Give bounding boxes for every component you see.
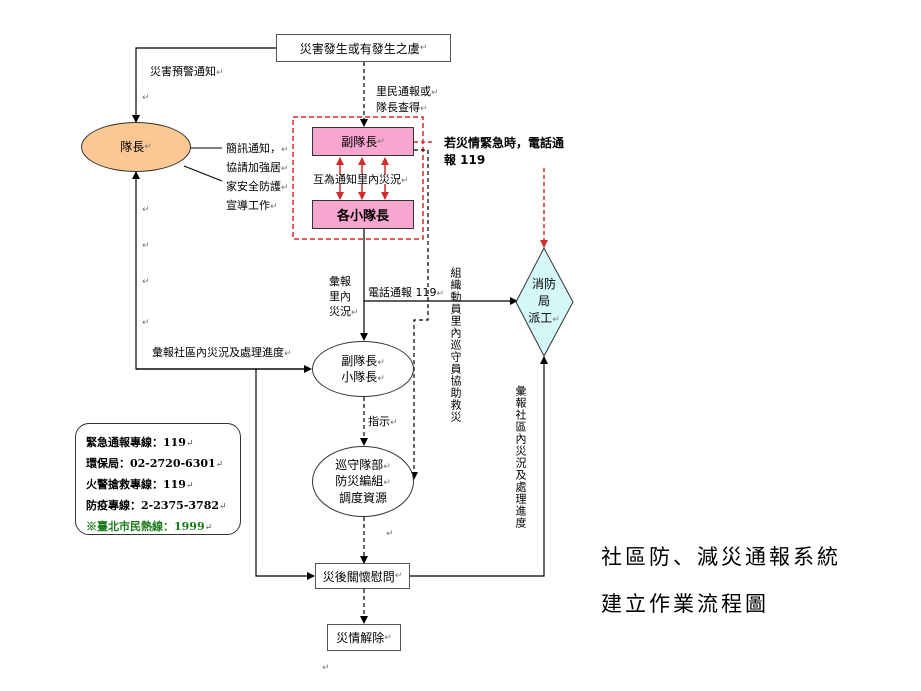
label-mutual-notice-text: 互為通知里內災況	[313, 173, 401, 186]
fire-dept-diamond	[515, 246, 574, 358]
contact-emergency: 緊急通報專線：119	[86, 436, 186, 449]
label-organize-text: 組織動員里內巡守員協助救災	[449, 267, 462, 423]
label-summarize-l2: 里內	[329, 290, 351, 303]
label-phone-119-text: 電話通報 119	[368, 286, 437, 299]
node-patrol: 巡守隊部↵ 防災編組↵ 調度資源	[312, 446, 414, 517]
node-vice-captain: 副隊長↵	[312, 127, 414, 156]
node-aftercare: 災後關懷慰問↵	[315, 563, 410, 589]
para-mark-5: ↵	[142, 318, 150, 328]
para-mark-1: ↵	[142, 93, 150, 103]
label-sms-l1: 簡訊通知，	[226, 142, 281, 155]
label-report-progress-vertical-text: 彙報社區內災況及處理進度	[514, 385, 527, 529]
label-urgent: 若災情緊急時，電話通 報 119	[444, 135, 564, 169]
label-resident-report: 里民通報或↵ 隊長查得↵	[376, 85, 439, 114]
label-report-progress-vertical: 彙報社區內災況及處理進度	[514, 385, 527, 529]
line-disaster-to-captain	[132, 47, 276, 123]
node-disaster: 災害發生或有發生之虞↵	[276, 34, 451, 62]
diagram-title-line2: 建立作業流程圖	[601, 592, 769, 616]
label-sms-l4: 宣導工作	[226, 199, 270, 212]
node-vice2-line1: 副隊長	[341, 353, 378, 368]
node-patrol-line3: 調度資源	[338, 490, 387, 505]
node-captain: 隊長↵	[81, 122, 191, 172]
node-patrol-line1: 巡守隊部	[335, 458, 384, 473]
node-fire-line2: 局	[537, 293, 550, 308]
label-urgent-l1: 若災情緊急時，電話通	[444, 136, 565, 150]
line-organize	[410, 149, 429, 480]
node-team-leaders-text: 各小隊長	[336, 209, 389, 224]
para-mark-6: ↵	[386, 529, 394, 539]
label-resident-report-l1: 里民通報或	[376, 85, 431, 98]
contact-epidemic: 防疫專線：2-2375-3782	[86, 499, 220, 512]
label-warning-notice: 災害預警通知↵	[150, 65, 224, 78]
para-mark-3: ↵	[142, 241, 150, 251]
label-organize: 組織動員里內巡守員協助救災	[449, 267, 462, 423]
label-mutual-notice: 互為通知里內災況↵	[313, 173, 409, 186]
node-disaster-text: 災害發生或有發生之虞	[299, 41, 420, 56]
label-resident-report-l2: 隊長查得	[376, 100, 420, 114]
label-urgent-l2: 報 119	[444, 153, 486, 167]
line-loop-to-aftercare	[255, 369, 315, 580]
node-vice2-line2: 小隊長	[341, 370, 378, 384]
label-summarize-l1: 彙報	[329, 275, 351, 288]
node-captain-text: 隊長	[120, 139, 145, 154]
node-team-leaders: 各小隊長	[312, 200, 414, 229]
contact-epa: 環保局：02-2720-6301	[86, 457, 216, 470]
label-instruct-text: 指示	[368, 415, 390, 428]
node-fire-line3: 派工	[528, 310, 553, 325]
label-summarize: 彙報 里內 災況↵	[329, 275, 359, 318]
node-vice-captain-text: 副隊長	[341, 135, 378, 149]
label-phone-119: 電話通報 119↵	[368, 286, 445, 299]
line-aftercare-to-fire	[410, 356, 548, 577]
node-aftercare-text: 災後關懷慰問	[322, 569, 395, 584]
para-mark-2: ↵	[142, 205, 150, 215]
node-fire-dept: 消防 局 派工↵	[528, 276, 560, 325]
label-sms-l2: 協請加強居	[226, 161, 281, 174]
node-patrol-line2: 防災編組	[335, 474, 384, 489]
label-report-progress-text: 彙報社區內災況及處理進度	[152, 346, 284, 359]
vice-group-frame	[292, 116, 424, 240]
contact-citizen: ※臺北市民熱線：1999	[86, 520, 205, 533]
label-sms: 簡訊通知，↵ 協請加強居↵ 家安全防護↵ 宣導工作↵	[226, 142, 289, 212]
node-lifted-text: 災情解除	[336, 631, 385, 645]
label-report-progress: 彙報社區內災況及處理進度↵	[152, 346, 292, 359]
label-summarize-l3: 災況	[329, 305, 351, 318]
para-mark-7: ↵	[322, 663, 330, 673]
contact-fire: 火警搶救專線：119	[86, 478, 186, 491]
diagram-title-line1: 社區防、減災通報系統	[601, 545, 841, 569]
node-vice-and-leaders: 副隊長↵ 小隊長↵	[312, 341, 414, 397]
para-mark-4: ↵	[142, 277, 150, 287]
node-fire-line1: 消防	[531, 276, 556, 291]
line-captain-sms-lower	[183, 165, 223, 182]
contact-box: 緊急通報專線：119↵ 環保局：02-2720-6301↵ 火警搶救專線：119…	[75, 423, 241, 535]
label-instruct: 指示↵	[368, 415, 398, 428]
node-lifted: 災情解除↵	[327, 624, 401, 651]
label-warning-notice-text: 災害預警通知	[150, 65, 216, 78]
label-sms-l3: 家安全防護	[226, 180, 281, 193]
